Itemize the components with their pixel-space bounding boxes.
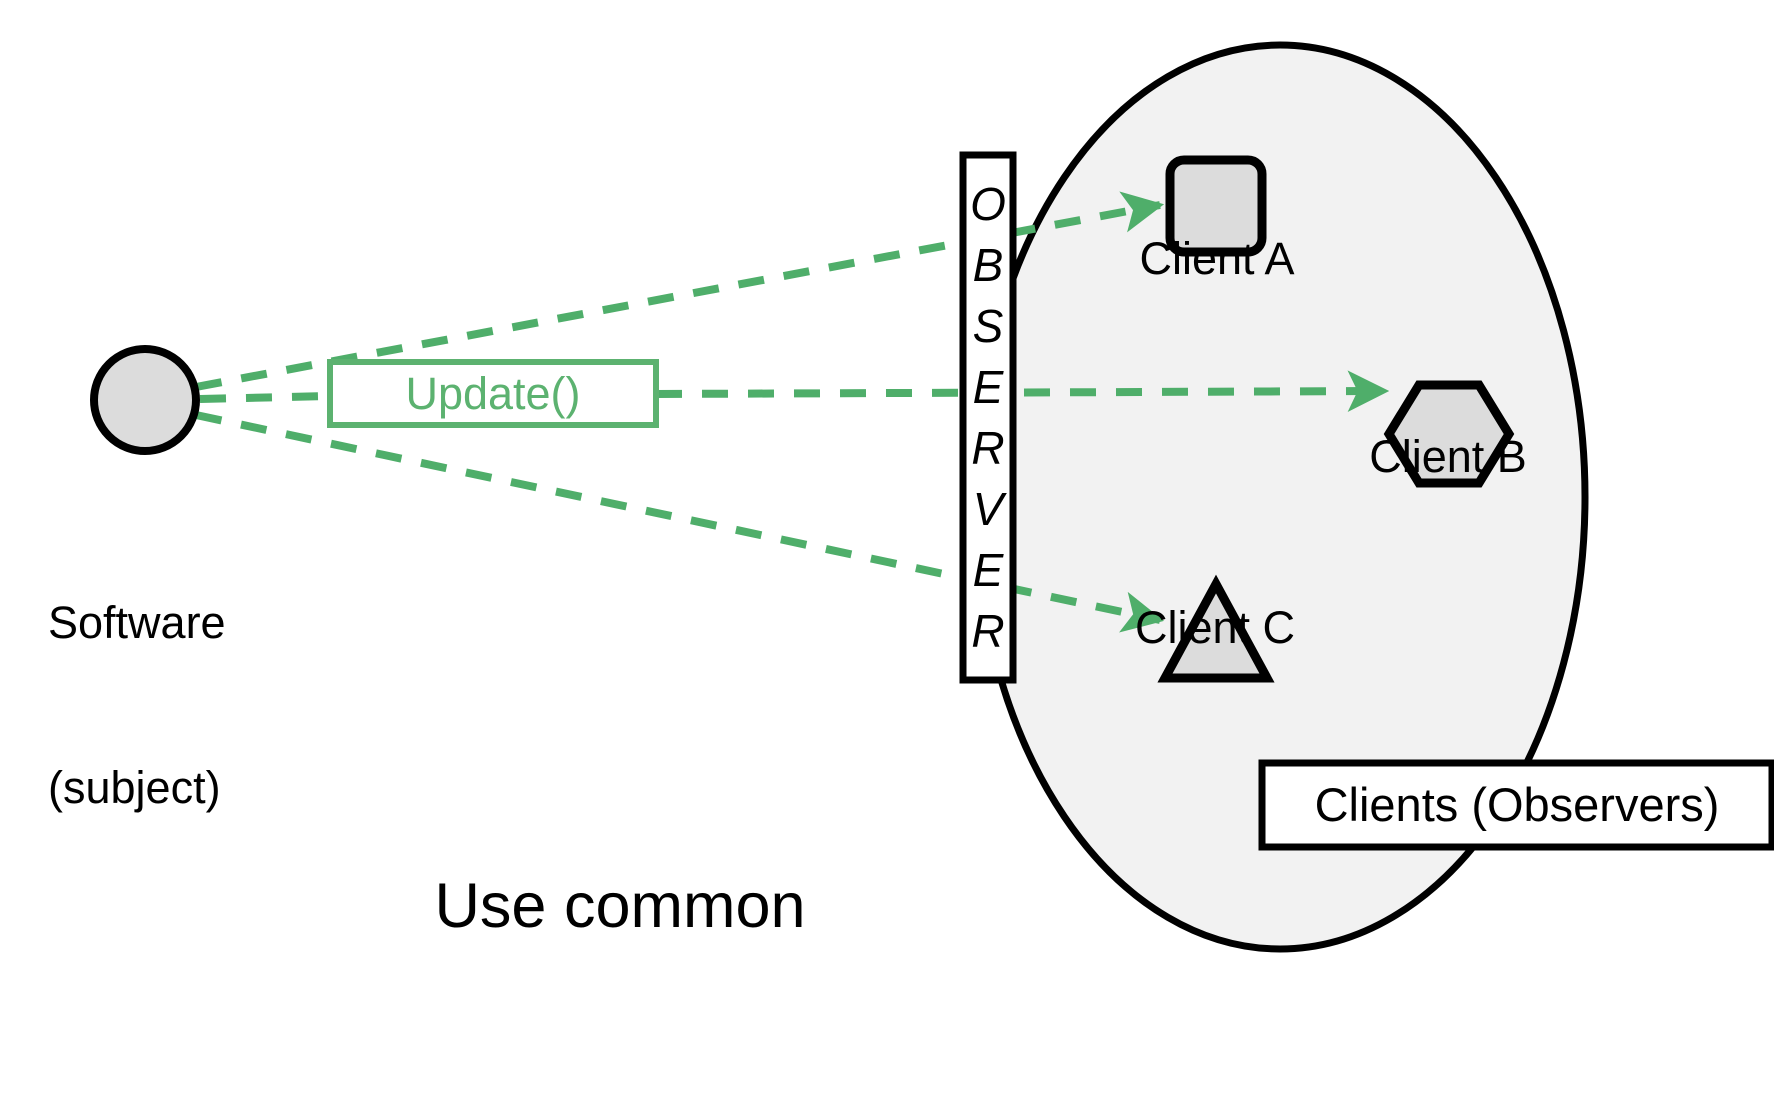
client-c-shape [1157, 574, 1275, 683]
subject-label-line1: Software [48, 597, 226, 648]
subject-label-line2: (subject) [48, 762, 221, 813]
observer-letter-2: S [972, 299, 1004, 352]
update-method-label: Update() [405, 367, 581, 419]
caption-text: Use common Observer interface [310, 686, 930, 1116]
observer-letter-5: V [972, 482, 1004, 535]
subject-label: Software (subject) [48, 485, 226, 925]
caption-line1: Use common [434, 871, 806, 941]
observer-bar-label: O B S E R V E R [963, 155, 1013, 680]
clients-group-label-box [1258, 759, 1774, 851]
observer-bar-rect [959, 151, 1017, 684]
observer-letter-7: R [971, 604, 1005, 657]
observer-letter-6: E [972, 543, 1004, 596]
client-c-label: Client C [1134, 602, 1296, 653]
client-b-label: Client B [1369, 431, 1527, 482]
connector-subject-to-update-box [199, 392, 331, 403]
connector-update-to-client-b [655, 370, 1390, 412]
subject-circle [90, 345, 200, 455]
observer-letter-3: E [972, 360, 1004, 413]
client-a-label: Client A [1139, 233, 1295, 284]
observer-letter-4: R [971, 421, 1005, 474]
update-box-rect [327, 359, 659, 428]
client-b-shape [1383, 380, 1515, 488]
clients-group-label: Clients (Observers) [1314, 778, 1720, 832]
observer-letter-0: O [970, 177, 1006, 230]
connector-subject-to-client-a [195, 191, 1165, 391]
client-a-shape [1165, 155, 1267, 257]
observer-letter-1: B [972, 238, 1004, 291]
